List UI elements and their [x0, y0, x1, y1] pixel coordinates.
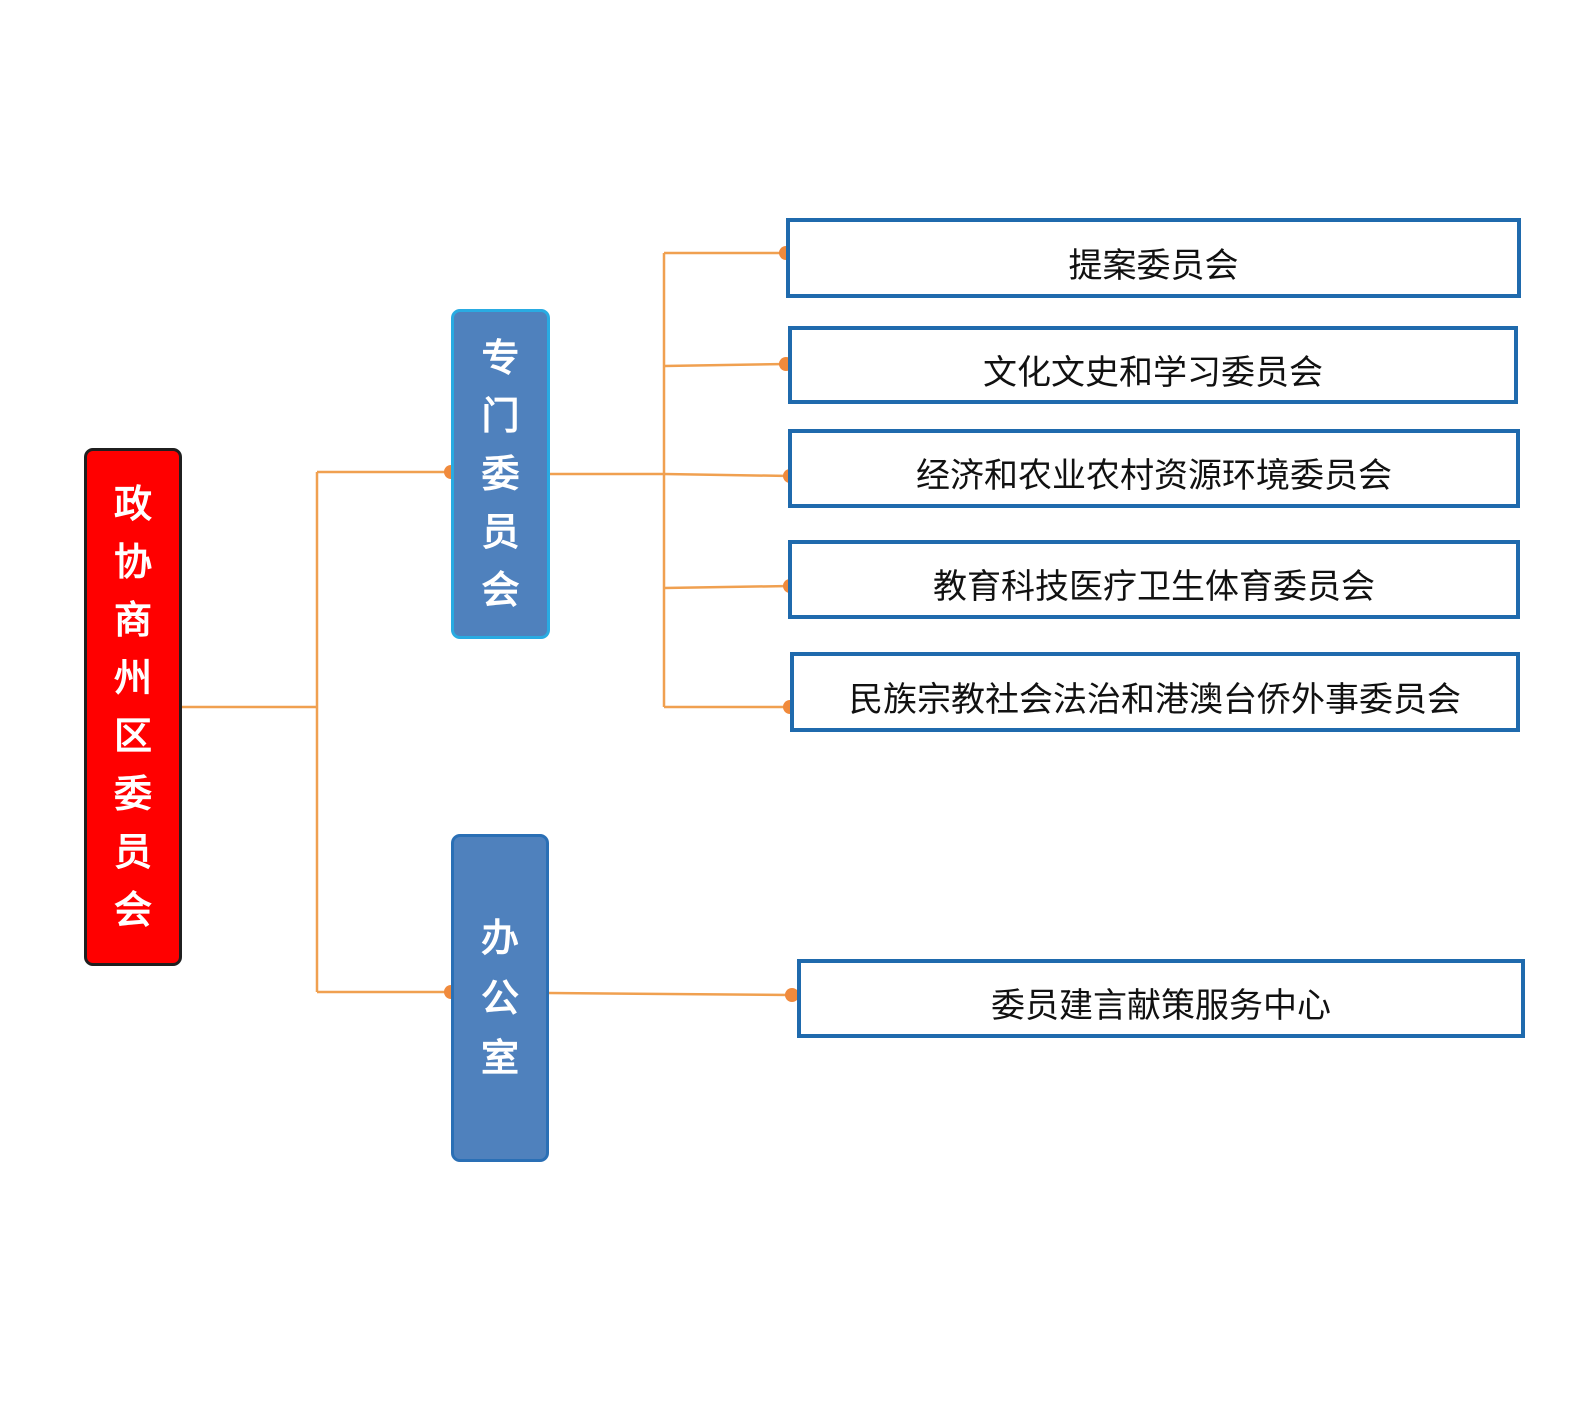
leaf-node-ethnic-religion-committee: 民族宗教社会法治和港澳台侨外事委员会	[790, 652, 1520, 732]
label-char: 办	[480, 915, 519, 960]
connector-dot	[785, 988, 799, 1002]
root-node: 政协商州区委员会	[84, 448, 182, 966]
branch-node-special-committees: 专门委员会	[451, 309, 550, 639]
label-char: 政	[113, 481, 152, 526]
connector-to-leaf-2	[663, 362, 787, 368]
connector-to-leaf-4	[663, 584, 791, 590]
label-char: 员	[113, 829, 152, 874]
label-char: 州	[113, 655, 152, 700]
connector-to-leaf-3	[663, 472, 791, 478]
label-char: 商	[113, 597, 152, 642]
label-char: 专	[481, 335, 520, 380]
leaf-node-member-service-center: 委员建言献策服务中心	[797, 959, 1525, 1038]
branch-node-office: 办公室	[451, 834, 549, 1162]
label-char: 会	[113, 887, 152, 932]
leaf-node-economy-agriculture-committee: 经济和农业农村资源环境委员会	[788, 429, 1520, 508]
label-char: 区	[113, 713, 152, 758]
label-char: 委	[113, 771, 152, 816]
label-char: 委	[481, 451, 520, 496]
leaf-node-proposal-committee: 提案委员会	[786, 218, 1521, 298]
label-char: 会	[481, 567, 520, 612]
connector-office-out	[548, 991, 793, 997]
label-char: 员	[481, 509, 520, 554]
label-char: 室	[480, 1035, 519, 1080]
leaf-node-education-science-committee: 教育科技医疗卫生体育委员会	[788, 540, 1520, 619]
label-char: 公	[480, 975, 519, 1020]
leaf-node-culture-history-committee: 文化文史和学习委员会	[788, 326, 1518, 404]
label-char: 协	[113, 539, 152, 584]
label-char: 门	[481, 393, 520, 438]
